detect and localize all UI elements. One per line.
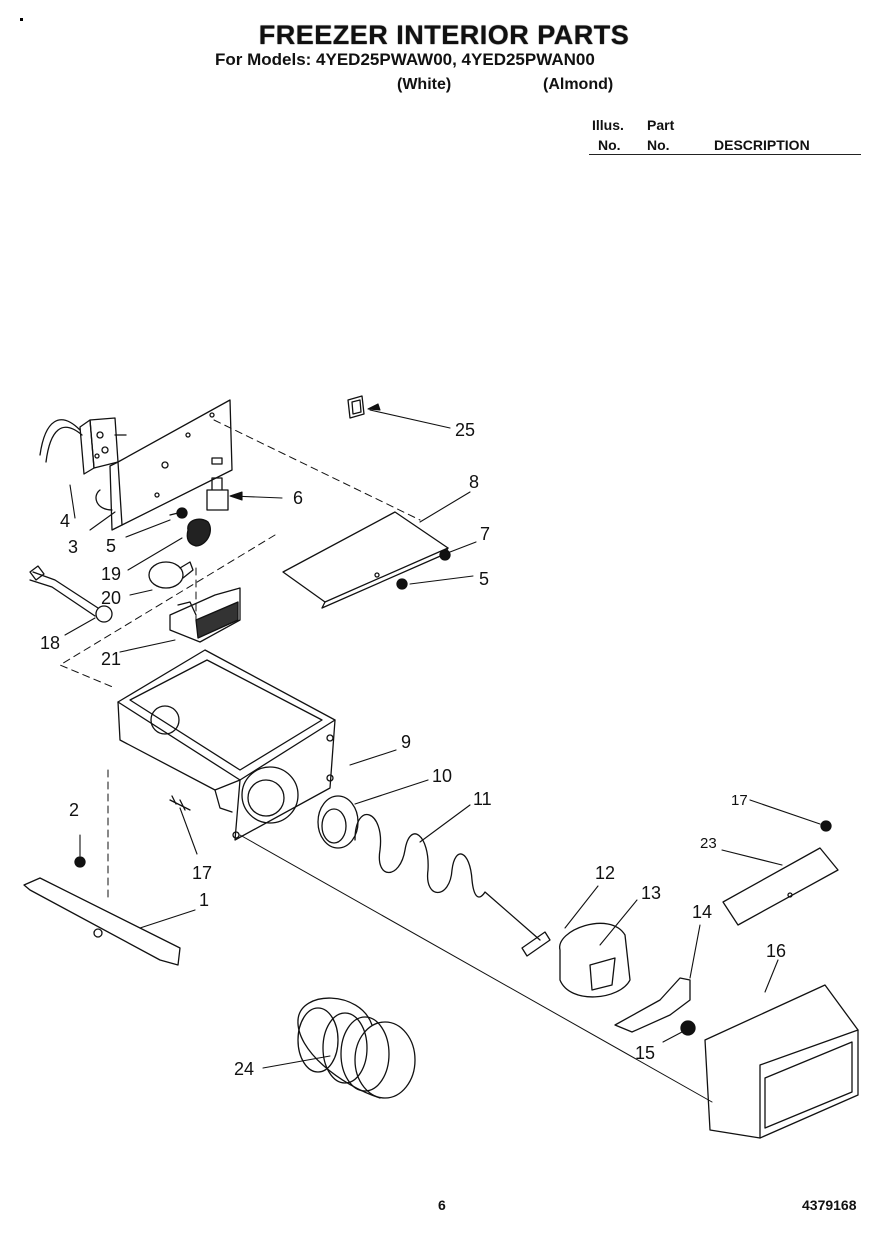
part-5-screw-left	[169, 507, 188, 519]
callout-24: 24	[234, 1059, 254, 1079]
callout-18: 18	[40, 633, 60, 653]
callout-2: 2	[69, 800, 79, 820]
callout-21: 21	[101, 649, 121, 669]
part-25-clip	[347, 395, 365, 419]
part-10-bearing	[317, 795, 359, 849]
part-18-wire-harness	[29, 565, 113, 623]
part-21-light-shield	[169, 587, 241, 643]
part-11-auger	[354, 813, 541, 941]
part-9-housing	[117, 649, 336, 841]
part-17-screw-left	[169, 795, 191, 811]
illus-header-top: Illus.	[592, 117, 624, 133]
illus-header-bottom: No.	[598, 137, 621, 153]
part-1-bracket	[23, 877, 181, 966]
part-8-cover-plate	[282, 511, 449, 609]
callout-23: 23	[700, 835, 717, 852]
callout-19: 19	[101, 564, 121, 584]
part-16-front-housing	[704, 984, 859, 1139]
part-19-lamp-socket	[186, 518, 211, 547]
part-23-cover	[722, 847, 839, 926]
part-header-top: Part	[647, 117, 675, 133]
callout-11: 11	[473, 789, 492, 809]
part-4-motor	[39, 417, 127, 475]
models-line: For Models: 4YED25PWAW00, 4YED25PWAN00	[215, 50, 595, 69]
page-title: FREEZER INTERIOR PARTS	[258, 20, 630, 50]
part-6-clip	[206, 477, 229, 511]
document-code: 4379168	[802, 1197, 857, 1213]
part-3-mounting-plate	[95, 399, 233, 531]
callout-4: 4	[60, 511, 70, 531]
callout-5-left: 5	[106, 536, 116, 556]
part-20-bulb	[148, 561, 194, 589]
callout-17-left: 17	[192, 863, 212, 883]
callout-14: 14	[692, 902, 712, 922]
part-header-bottom: No.	[647, 137, 670, 153]
exploded-parts-diagram: 25 6 8 7 5 4 3 5 19 20 18 21 9 10 11 2 1…	[23, 395, 859, 1139]
callout-20: 20	[101, 588, 121, 608]
callout-1: 1	[199, 890, 209, 910]
callout-3: 3	[68, 537, 78, 557]
callout-9: 9	[401, 732, 411, 752]
part-13-crusher	[559, 922, 631, 998]
part-12-clip	[521, 931, 551, 957]
table-header-rule	[589, 154, 861, 155]
callout-6: 6	[293, 488, 303, 508]
page-number: 6	[438, 1197, 446, 1213]
corner-mark	[20, 18, 23, 21]
part-24-drum	[297, 997, 416, 1099]
part-5-screw-right	[396, 578, 408, 590]
color-white-label: (White)	[397, 76, 452, 93]
callout-15: 15	[635, 1043, 655, 1063]
part-2-screw	[74, 856, 86, 868]
callout-8: 8	[469, 472, 479, 492]
color-almond-label: (Almond)	[543, 76, 614, 93]
callout-16: 16	[766, 941, 786, 961]
part-17-screw-right	[820, 820, 832, 832]
description-header: DESCRIPTION	[714, 137, 810, 153]
callout-12: 12	[595, 863, 615, 883]
part-7-screw	[439, 549, 451, 561]
callout-25: 25	[455, 420, 475, 440]
callout-17-right: 17	[731, 792, 748, 809]
part-15-nut	[680, 1020, 696, 1036]
callout-13: 13	[641, 883, 661, 903]
callout-5-right: 5	[479, 569, 489, 589]
callout-10: 10	[432, 766, 452, 786]
callout-7: 7	[480, 524, 490, 544]
part-14-bracket	[614, 977, 691, 1033]
